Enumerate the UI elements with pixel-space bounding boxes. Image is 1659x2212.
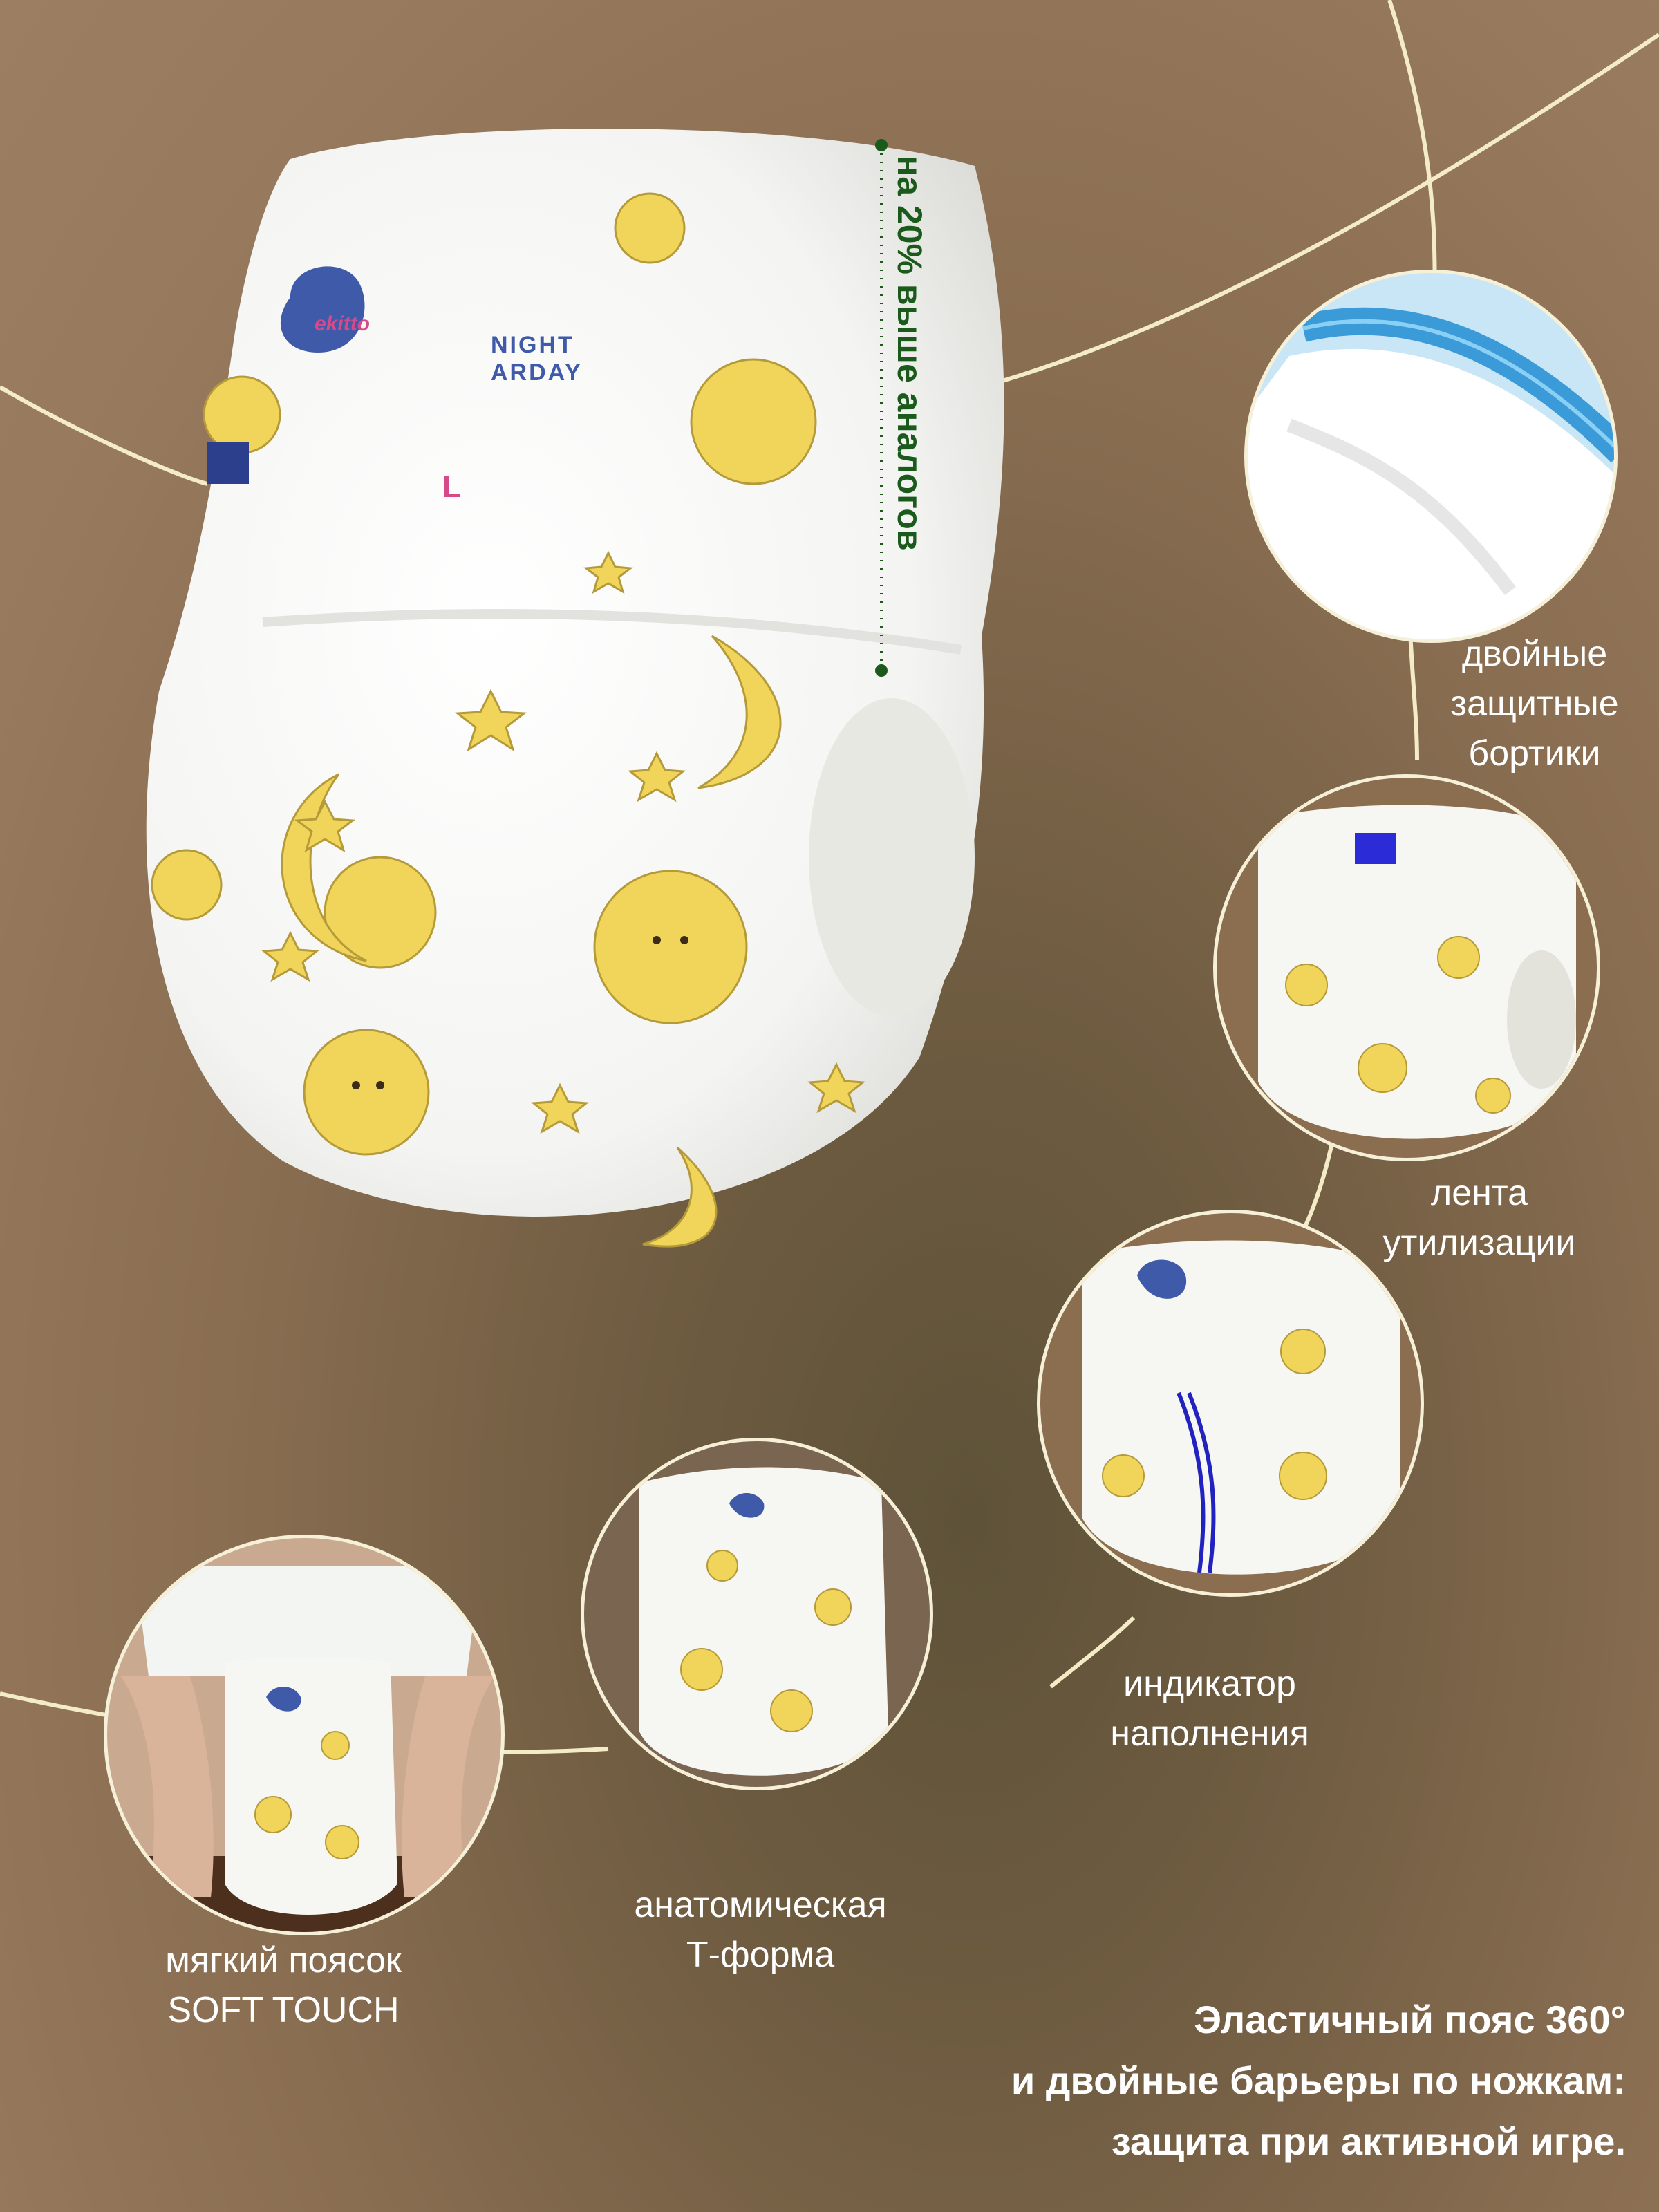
product-name-line2: ARDAY	[491, 359, 583, 386]
feature-label-tape-line1: лента	[1430, 1173, 1528, 1213]
feature-label-indicator-line1: индикатор	[1123, 1664, 1296, 1704]
feature-thumb-indicator	[1037, 1210, 1424, 1597]
diaper-front-icon	[639, 1467, 888, 1776]
feature-label-softbelt-line2: SOFT TOUCH	[167, 1990, 400, 2030]
feature-label-tshape-line2: Т-форма	[686, 1935, 835, 1975]
blue-barrier-icon	[1248, 307, 1614, 639]
product-name-line1: NIGHT	[491, 332, 574, 358]
feature-label-softbelt: мягкий поясок SOFT TOUCH	[90, 1936, 477, 2035]
feature-label-tape: лента утилизации	[1369, 1168, 1590, 1268]
feature-thumb-softbelt	[104, 1535, 505, 1936]
tagline-line3: защита при активной игре.	[1111, 2119, 1626, 2163]
feature-label-barrier-line1: двойные	[1461, 634, 1608, 674]
feature-label-indicator: индикатор наполнения	[1051, 1659, 1369, 1759]
feature-label-softbelt-line1: мягкий поясок	[165, 1940, 402, 1980]
tagline-line2: и двойные барьеры по ножкам:	[1011, 2059, 1626, 2102]
hands-stretching-diaper-icon	[107, 1566, 501, 1932]
feature-label-indicator-line2: наполнения	[1110, 1714, 1309, 1754]
size-mark: L	[442, 470, 461, 504]
tagline: Эластичный пояс 360° и двойные барьеры п…	[1011, 1989, 1626, 2172]
diaper-rear-icon	[1258, 805, 1576, 1139]
height-claim: на 20% выше аналогов	[890, 156, 929, 551]
height-claim-dotted-line	[875, 139, 888, 677]
diaper-illustration	[146, 129, 1004, 1248]
wetness-indicator-icon	[1082, 1240, 1400, 1575]
feature-thumb-tape	[1213, 774, 1600, 1161]
feature-label-barrier: двойные защитные бортики	[1424, 629, 1645, 778]
tagline-line1: Эластичный пояс 360°	[1194, 1998, 1626, 2041]
feature-thumb-barrier	[1244, 270, 1618, 643]
feature-label-barrier-line2: защитные	[1450, 684, 1619, 724]
feature-label-tshape: анатомическая Т-форма	[594, 1880, 926, 1980]
main-diaper-image: ekitto NIGHT ARDAY L	[118, 124, 1085, 1265]
brand-mark: ekitto	[315, 312, 371, 335]
feature-thumb-tshape	[581, 1438, 933, 1790]
feature-label-barrier-line3: бортики	[1468, 733, 1601, 774]
feature-label-tape-line2: утилизации	[1382, 1223, 1576, 1263]
feature-label-tshape-line1: анатомическая	[634, 1885, 887, 1925]
